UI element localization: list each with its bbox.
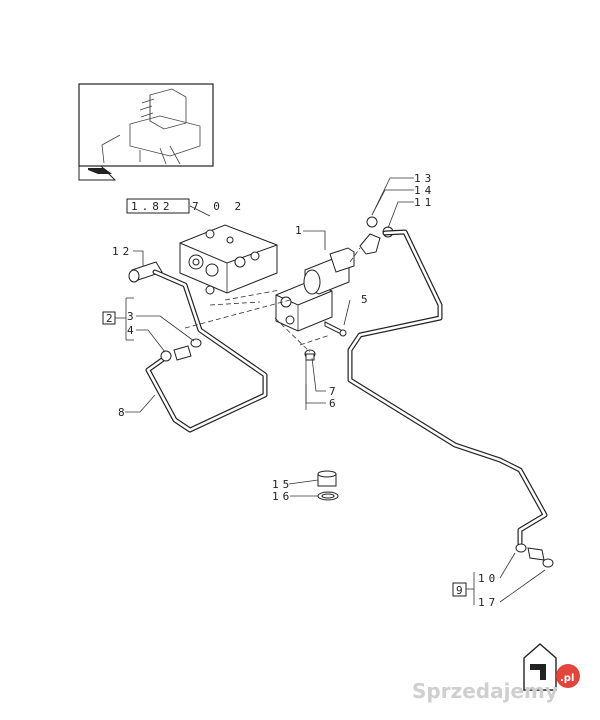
callout-8[interactable]: 8 — [118, 406, 129, 419]
callout-11[interactable]: 11 — [414, 196, 435, 209]
reference-label: 1.82 — [131, 200, 174, 213]
group-bracket-9 — [452, 572, 475, 605]
corner-arrow-icon[interactable] — [523, 643, 557, 691]
fitting-top — [359, 216, 394, 255]
tube-loop — [145, 269, 268, 433]
reference-sub-label: 7 0 2 — [192, 200, 245, 213]
cap-15 — [317, 470, 337, 487]
callout-10[interactable]: 10 — [478, 572, 499, 585]
plug-12 — [128, 261, 163, 283]
fitting-bottom — [515, 543, 554, 568]
callout-5[interactable]: 5 — [361, 293, 372, 306]
callout-6[interactable]: 6 — [329, 397, 340, 410]
callout-12[interactable]: 12 — [112, 245, 133, 258]
watermark-text: Sprzedajemy — [412, 679, 558, 703]
group-bracket-2 — [102, 297, 134, 341]
main-valve — [275, 247, 355, 332]
watermark-badge — [556, 664, 580, 688]
watermark: Sprzedajemy .pl — [412, 664, 580, 703]
bolt-5 — [324, 321, 347, 337]
hand-pointer-icon[interactable] — [88, 168, 112, 174]
callout-4[interactable]: 4 — [127, 324, 138, 337]
callout-14[interactable]: 14 — [414, 184, 435, 197]
callout-2[interactable]: 2 — [106, 312, 117, 325]
fittings-3-4 — [160, 338, 202, 362]
callout-15[interactable]: 15 — [272, 478, 293, 491]
tube-long — [347, 229, 548, 548]
oring-16 — [317, 491, 339, 501]
callout-9[interactable]: 9 — [456, 584, 467, 597]
callout-7[interactable]: 7 — [329, 385, 340, 398]
callout-3[interactable]: 3 — [127, 310, 138, 323]
reference-box-1-82[interactable]: 1.82 7 0 2 — [126, 198, 245, 214]
thumbnail-view — [78, 83, 214, 181]
valve-section — [179, 224, 278, 295]
watermark-suffix: .pl — [560, 673, 574, 684]
callout-17[interactable]: 17 — [478, 596, 499, 609]
callout-16[interactable]: 16 — [272, 490, 293, 503]
callout-1[interactable]: 1 — [295, 224, 306, 237]
alignment-lines — [184, 247, 361, 353]
callouts: 1 2 3 4 5 6 7 8 9 10 11 12 13 14 15 16 1… — [106, 172, 499, 609]
callout-13[interactable]: 13 — [414, 172, 435, 185]
